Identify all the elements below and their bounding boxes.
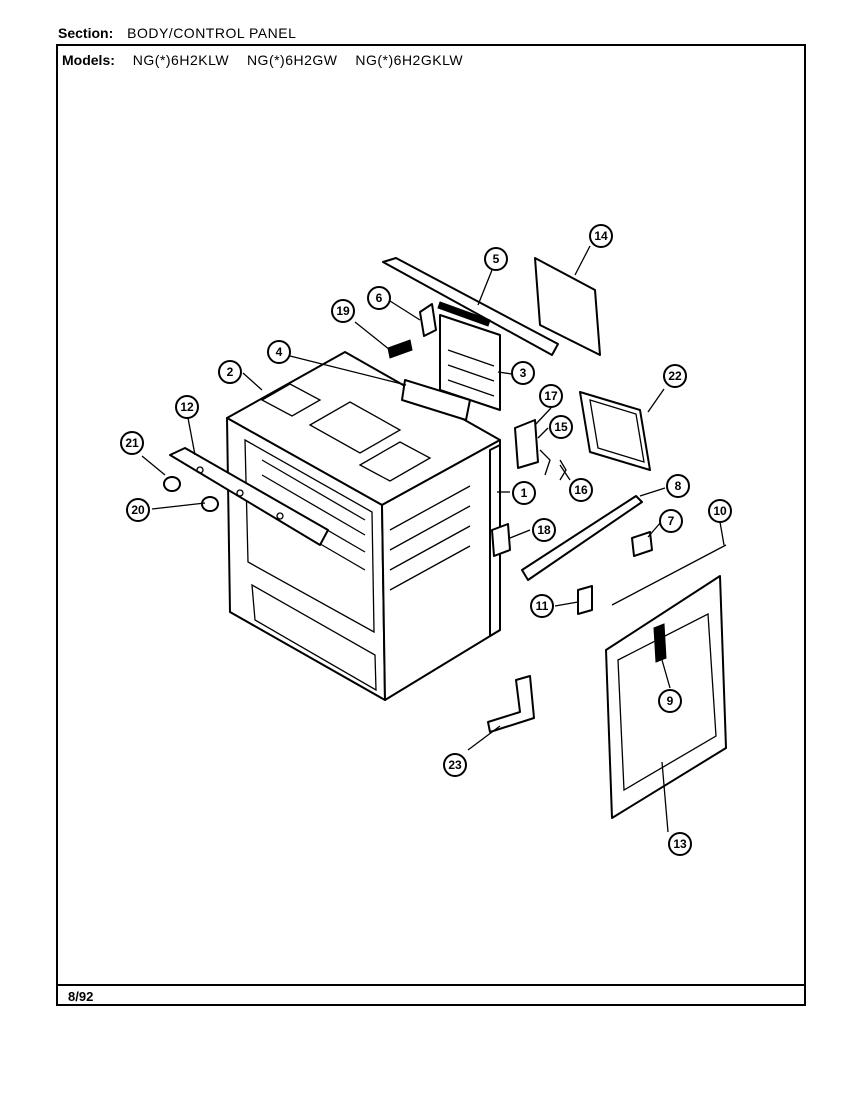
section-line: Section: BODY/CONTROL PANEL <box>58 25 296 41</box>
callout-6: 6 <box>367 286 391 310</box>
callout-17: 17 <box>539 384 563 408</box>
callout-21: 21 <box>120 431 144 455</box>
top-vent-2 <box>358 441 432 482</box>
model-2: NG(*)6H2GW <box>246 52 338 68</box>
callout-2: 2 <box>218 360 242 384</box>
callout-number: 7 <box>668 514 675 528</box>
callout-22: 22 <box>663 364 687 388</box>
callout-number: 19 <box>336 304 350 318</box>
callout-16: 16 <box>569 478 593 502</box>
callout-10: 10 <box>708 499 732 523</box>
callout-number: 1 <box>521 486 528 500</box>
callout-number: 5 <box>493 252 500 266</box>
diagram-frame: Models: NG(*)6H2KLW NG(*)6H2GW NG(*)6H2G… <box>56 44 806 1006</box>
part-19-tab <box>387 339 413 359</box>
footer-date: 8/92 <box>68 989 94 1004</box>
callout-11: 11 <box>530 594 554 618</box>
callout-number: 3 <box>520 366 527 380</box>
models-key: Models: <box>62 52 115 68</box>
model-3: NG(*)6H2GKLW <box>355 52 464 68</box>
part-10-rod <box>611 544 727 606</box>
callout-20: 20 <box>126 498 150 522</box>
part-6-clip <box>419 303 437 337</box>
part-20-knob <box>201 496 219 512</box>
callout-number: 21 <box>125 436 139 450</box>
callout-13: 13 <box>668 832 692 856</box>
top-vent-3 <box>260 383 322 417</box>
callout-18: 18 <box>532 518 556 542</box>
callout-number: 15 <box>554 420 568 434</box>
callout-9: 9 <box>658 689 682 713</box>
callout-23: 23 <box>443 753 467 777</box>
callout-number: 20 <box>131 503 145 517</box>
part-5-slot <box>437 301 491 327</box>
callout-number: 2 <box>227 365 234 379</box>
callout-number: 11 <box>536 599 549 613</box>
part-23-bracket <box>487 675 535 733</box>
callout-number: 18 <box>537 523 551 537</box>
broiler-opening <box>251 583 377 692</box>
callout-19: 19 <box>331 299 355 323</box>
part-16-wire <box>539 449 567 481</box>
callout-4: 4 <box>267 340 291 364</box>
callout-number: 14 <box>594 229 608 243</box>
footer-rule <box>58 984 804 986</box>
callout-3: 3 <box>511 361 535 385</box>
callout-number: 9 <box>667 694 674 708</box>
models-line: Models: NG(*)6H2KLW NG(*)6H2GW NG(*)6H2G… <box>62 52 463 68</box>
callout-number: 22 <box>668 369 682 383</box>
section-key: Section: <box>58 25 114 41</box>
model-1: NG(*)6H2KLW <box>132 52 230 68</box>
callout-number: 4 <box>276 345 283 359</box>
oven-opening <box>244 438 375 634</box>
callout-14: 14 <box>589 224 613 248</box>
callout-number: 17 <box>544 389 558 403</box>
callout-number: 8 <box>675 479 682 493</box>
part-7-bracket <box>631 531 653 557</box>
callout-number: 6 <box>376 291 383 305</box>
oven-body <box>226 351 501 701</box>
callout-number: 23 <box>448 758 462 772</box>
callout-15: 15 <box>549 415 573 439</box>
callout-number: 12 <box>180 400 194 414</box>
callout-7: 7 <box>659 509 683 533</box>
part-3-panel <box>439 314 501 411</box>
part-5-rail <box>382 257 559 356</box>
part-4-vent <box>401 379 471 421</box>
callout-number: 13 <box>673 837 687 851</box>
part-18-hinge <box>491 523 511 557</box>
part-22-box <box>579 391 651 471</box>
callout-8: 8 <box>666 474 690 498</box>
callout-number: 10 <box>713 504 727 518</box>
callout-number: 16 <box>574 483 588 497</box>
oven-racks <box>261 459 471 591</box>
callout-1: 1 <box>512 481 536 505</box>
part-12-bracket <box>169 447 329 546</box>
top-vent <box>308 401 402 454</box>
part-11-clip <box>577 585 593 615</box>
section-value: BODY/CONTROL PANEL <box>127 25 297 41</box>
part-14-plate <box>534 257 601 356</box>
leader-lines <box>141 245 725 833</box>
part-17-bracket <box>514 419 539 469</box>
callout-12: 12 <box>175 395 199 419</box>
part-21-knob <box>163 476 181 492</box>
part-9-handle <box>653 623 667 663</box>
part-8-rail <box>521 495 643 581</box>
callout-5: 5 <box>484 247 508 271</box>
